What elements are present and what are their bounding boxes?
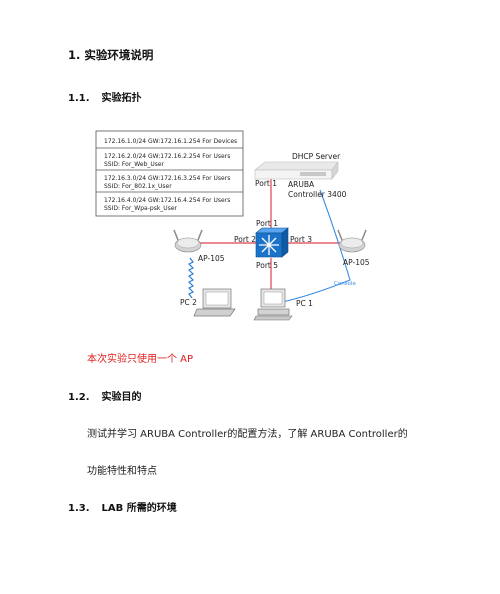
vlan-row-3-ssid: SSID: For_802.1x_User [104, 183, 172, 190]
subsection-number: 1.1. [68, 93, 90, 104]
console-label: Console [334, 281, 356, 287]
subsection-number: 1.3. [68, 503, 90, 514]
switch-port2-label: Port 2 [234, 235, 256, 244]
vlan-row-4: 172.16.4.0/24 GW:172.16.4.254 For Users [104, 197, 230, 204]
purpose-text-line2: 功能特性和特点 [87, 466, 157, 477]
subsection-heading-purpose: 1.2. 实验目的 [68, 388, 141, 403]
vlan-row-1: 172.16.1.0/24 GW:172.16.1.254 For Device… [104, 138, 237, 145]
pc1-label: PC 1 [296, 299, 313, 308]
wireless-link [187, 257, 195, 299]
subsection-title: 实验拓扑 [101, 93, 142, 104]
ap-left-label: AP-105 [198, 254, 225, 263]
pc2-label: PC 2 [180, 298, 197, 307]
desktop-pc-icon [253, 288, 293, 321]
laptop-icon [193, 288, 236, 317]
ap-right-label: AP-105 [343, 258, 370, 267]
switch-port3-label: Port 3 [290, 235, 312, 244]
aruba-controller [254, 161, 339, 180]
network-topology-diagram: 172.16.1.0/24 GW:172.16.1.254 For Device… [95, 130, 370, 321]
subsection-number: 1.2. [68, 392, 90, 403]
vlan-table: 172.16.1.0/24 GW:172.16.1.254 For Device… [95, 130, 244, 217]
switch-icon [255, 227, 289, 258]
access-point-icon [173, 229, 203, 253]
subsection-heading-lab-env: 1.3. LAB 所需的环境 [68, 499, 177, 514]
controller-port-label: Port 1 [255, 179, 277, 188]
vlan-row-2: 172.16.2.0/24 GW:172.16.2.254 For Users [104, 153, 230, 160]
section-heading: 1. 实验环境说明 [68, 47, 153, 63]
access-point-icon [337, 229, 367, 253]
controller-name-line1: ARUBA [288, 180, 315, 189]
section-title: 实验环境说明 [84, 48, 154, 62]
switch-port1-label: Port 1 [256, 219, 278, 228]
dhcp-server-label: DHCP Server [292, 152, 341, 161]
subsection-heading-topology: 1.1. 实验拓扑 [68, 89, 141, 104]
subsection-title: LAB 所需的环境 [101, 503, 177, 514]
console-cable [281, 189, 351, 303]
section-number: 1. [68, 48, 81, 62]
vlan-row-3: 172.16.3.0/24 GW:172.16.3.254 For Users [104, 175, 230, 182]
switch-port5-label: Port 5 [256, 261, 278, 270]
vlan-row-4-ssid: SSID: For_Wpa-psk_User [104, 205, 178, 212]
controller-name-line2: Controller 3400 [288, 190, 347, 199]
subsection-title: 实验目的 [101, 392, 142, 403]
vlan-row-2-ssid: SSID: For_Web_User [104, 161, 165, 168]
note-text: 本次实验只使用一个 AP [87, 354, 194, 365]
purpose-text-line1: 测试并学习 ARUBA Controller的配置方法，了解 ARUBA Con… [87, 429, 408, 440]
